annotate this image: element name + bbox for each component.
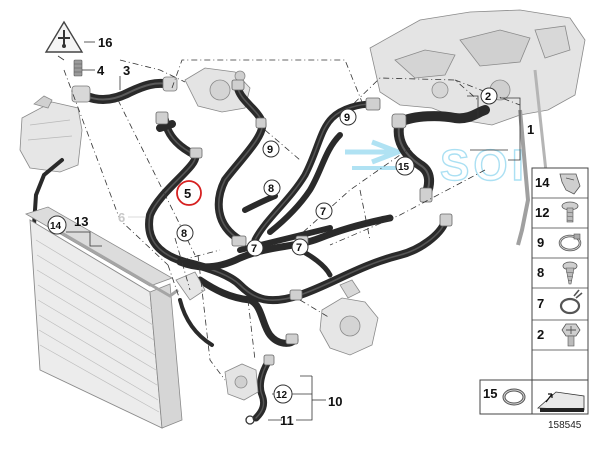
callout-14-ring: [47, 215, 67, 235]
legend-label-7: 7: [537, 296, 544, 311]
bleed-screw-part-4: [73, 59, 83, 77]
callout-7c: 7: [296, 242, 302, 254]
watermark-text: SOI: [440, 141, 528, 190]
callout-6: 6: [118, 210, 125, 225]
callout-7-ring: [315, 202, 333, 220]
engine-block: [369, 9, 586, 246]
legend-label-8: 8: [537, 265, 544, 280]
callout-5-selection-ring[interactable]: [176, 180, 202, 206]
hose-clamp-icon: [558, 233, 582, 252]
legend-row-7[interactable]: 7: [537, 289, 583, 315]
callout-14: 14: [50, 221, 62, 232]
callout-2-ring: [480, 87, 498, 105]
spring-clamp-icon: [559, 289, 583, 315]
legend-row-14[interactable]: 14: [535, 173, 581, 195]
radiator: [25, 206, 183, 429]
legend-label-9: 9: [537, 235, 544, 250]
legend-row-12[interactable]: 12: [535, 201, 579, 223]
watermark-arrow-icon: [345, 139, 405, 170]
callout-15: 15: [398, 162, 410, 173]
callout-2: 2: [485, 91, 491, 103]
callout-15-ring: [395, 156, 415, 176]
legend-label-15: 15: [483, 386, 497, 401]
tank-overflow-hose: [32, 158, 64, 227]
band-clamp-icon: [502, 388, 526, 406]
callout-7b: 7: [251, 243, 257, 255]
callout-10: 10: [328, 394, 342, 409]
screw-icon: [561, 201, 579, 223]
hex-screw-icon: [561, 323, 581, 347]
parts-legend: 14 12 9 8: [479, 167, 589, 415]
callout-3: 3: [123, 63, 130, 78]
key-card-icon: [536, 391, 585, 412]
self-tapping-screw-icon: [562, 261, 578, 285]
callout-7: 7: [320, 206, 326, 218]
upper-coolant-hose: [81, 78, 173, 104]
expansion-tank: [19, 95, 83, 173]
callout-8b: 8: [181, 228, 187, 240]
coolant-valve: [224, 363, 259, 401]
callout-8-ring: [263, 179, 281, 197]
legend-row-8[interactable]: 8: [537, 261, 578, 285]
callout-7c-ring: [291, 238, 309, 256]
callout-12: 12: [276, 390, 288, 401]
hose-clip-icon: [559, 173, 581, 195]
legend-label-12: 12: [535, 205, 549, 220]
legend-row-15[interactable]: 15: [483, 386, 526, 406]
callout-8: 8: [268, 183, 274, 195]
callout-16: 16: [98, 35, 112, 50]
callout-9b-ring: [262, 140, 280, 158]
legend-label-14: 14: [535, 175, 550, 190]
pump-small-housing: [175, 271, 206, 301]
callout-9: 9: [344, 112, 350, 124]
hose-network: [145, 84, 490, 422]
legend-row-2[interactable]: 2: [537, 323, 581, 347]
legend-row-9[interactable]: 9: [537, 233, 582, 252]
hose-clamp-part-11: [245, 415, 255, 425]
callout-11: 11: [280, 413, 294, 428]
callout-4: 4: [97, 63, 105, 78]
callout-7b-ring: [246, 239, 264, 257]
callout-9b: 9: [267, 144, 273, 156]
callout-8b-ring: [176, 224, 194, 242]
callout-1: 1: [527, 122, 534, 137]
warning-label-part-16: [44, 20, 84, 53]
diagram-number: 158545: [548, 420, 582, 431]
hose-connector-3: [71, 76, 178, 103]
callout-13: 13: [74, 214, 88, 229]
callout-9-ring: [339, 108, 357, 126]
legend-label-2: 2: [537, 327, 544, 342]
auxiliary-water-pump: [319, 279, 379, 356]
leader-lines: [63, 59, 521, 381]
thermostat-housing: [184, 67, 251, 113]
callout-12-ring: [273, 384, 293, 404]
callout-5[interactable]: 5: [184, 186, 191, 201]
